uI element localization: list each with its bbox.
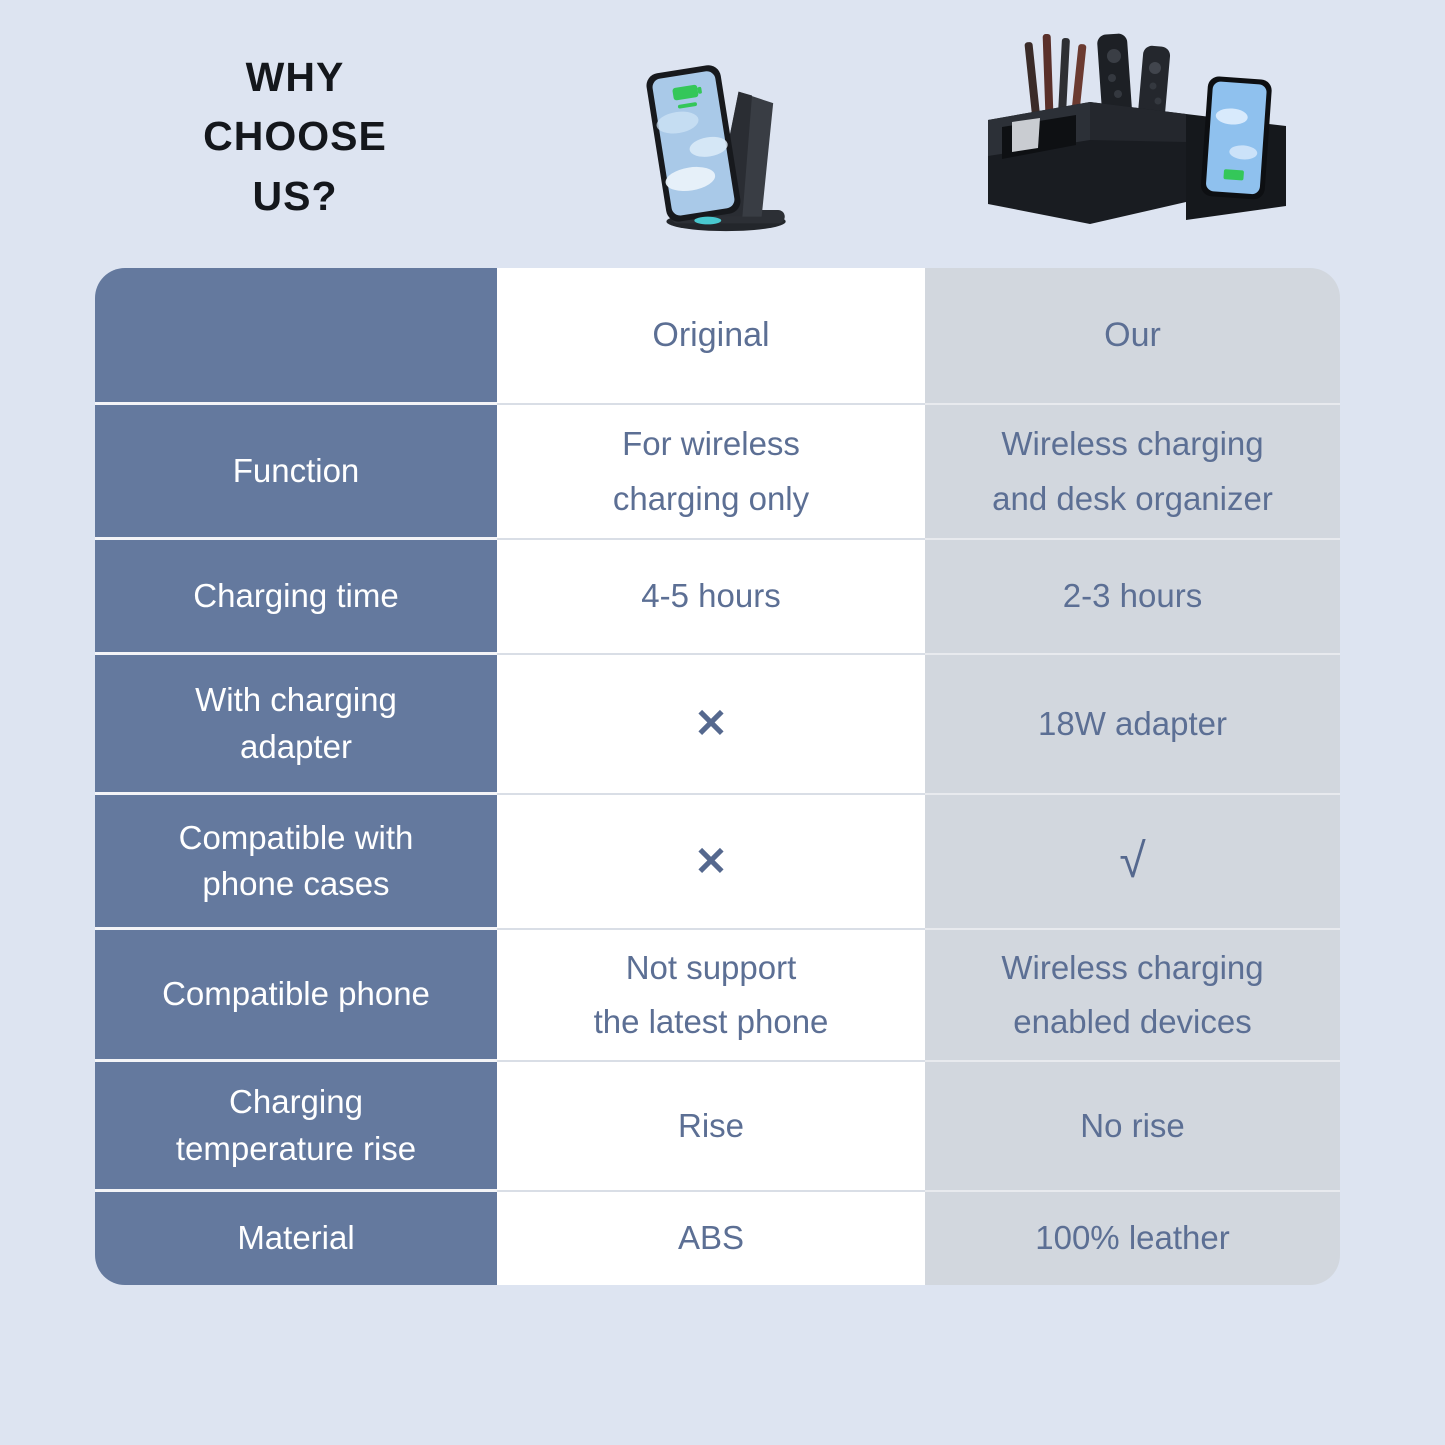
cell-our-compatible-phone: Wireless charging enabled devices [925, 930, 1340, 1062]
check-icon: √ [1119, 834, 1146, 888]
comparison-table: Original Our Function For wireless charg… [95, 268, 1340, 1285]
row-label-temperature-rise: Charging temperature rise [95, 1062, 497, 1192]
cell-original-function: For wireless charging only [497, 405, 925, 540]
row-label-phone-cases: Compatible with phone cases [95, 795, 497, 930]
cell-original-material: ABS [497, 1192, 925, 1285]
cross-icon: ✕ [694, 839, 728, 884]
column-header-our: Our [925, 268, 1340, 405]
cell-our-material: 100% leather [925, 1192, 1340, 1285]
row-label-material: Material [95, 1192, 497, 1285]
product-image-original [588, 32, 816, 234]
product-image-our [972, 22, 1308, 246]
cell-our-temperature-rise: No rise [925, 1062, 1340, 1192]
desk-organizer-charger-icon [988, 33, 1286, 224]
pens-icon [1024, 33, 1087, 117]
cell-our-phone-cases: √ [925, 795, 1340, 930]
row-label-charging-adapter: With charging adapter [95, 655, 497, 795]
cell-original-charging-time: 4-5 hours [497, 540, 925, 655]
row-label-charging-time: Charging time [95, 540, 497, 655]
row-label-compatible-phone: Compatible phone [95, 930, 497, 1062]
wireless-charger-stand-icon [646, 65, 786, 232]
page-title: WHY CHOOSE US? [203, 54, 387, 219]
table-corner-cell [95, 268, 497, 405]
cell-original-phone-cases: ✕ [497, 795, 925, 930]
cell-original-charging-adapter: ✕ [497, 655, 925, 795]
cross-icon: ✕ [694, 702, 728, 746]
row-label-function: Function [95, 405, 497, 540]
cell-our-function: Wireless charging and desk organizer [925, 405, 1340, 540]
cell-our-charging-adapter: 18W adapter [925, 655, 1340, 795]
cell-our-charging-time: 2-3 hours [925, 540, 1340, 655]
cell-original-compatible-phone: Not support the latest phone [497, 930, 925, 1062]
cell-original-temperature-rise: Rise [497, 1062, 925, 1192]
column-header-original: Original [497, 268, 925, 405]
